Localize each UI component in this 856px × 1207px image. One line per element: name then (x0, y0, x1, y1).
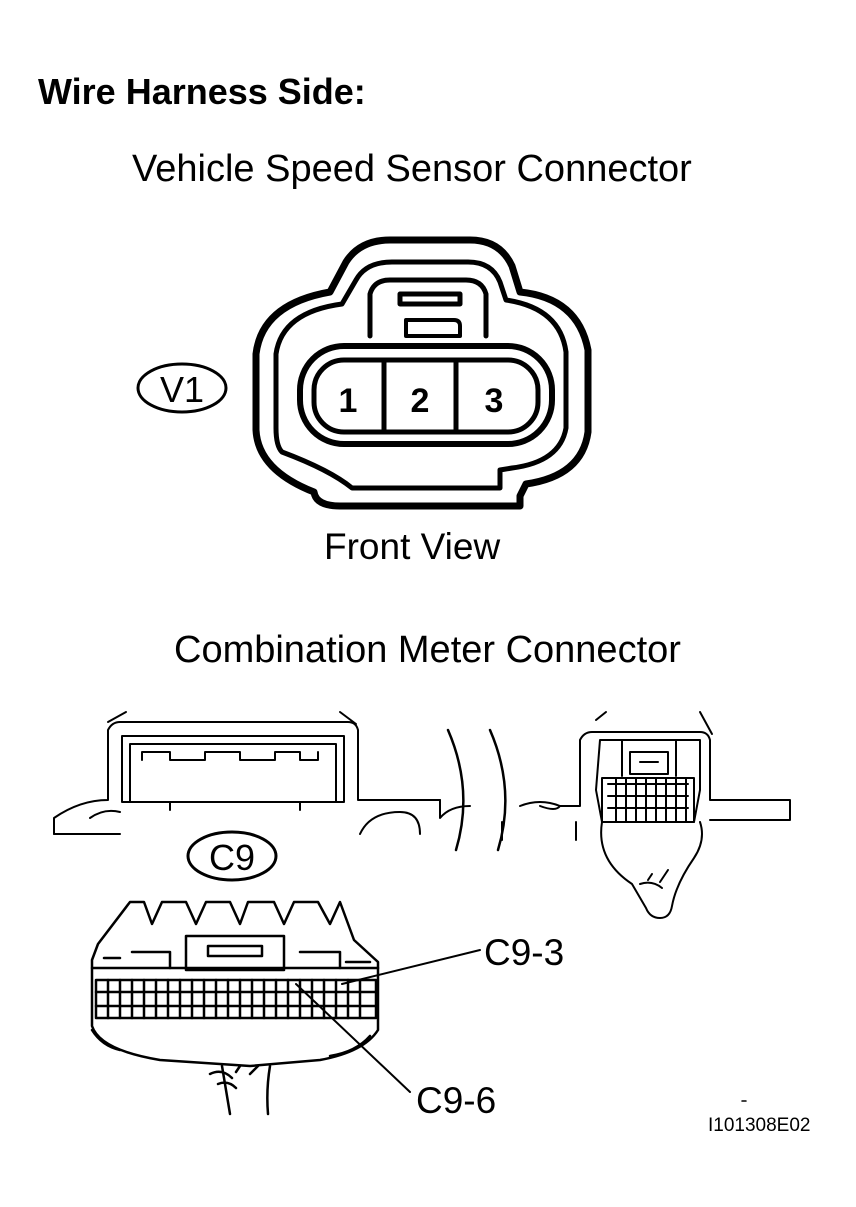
v1-pin-2: 2 (411, 382, 430, 420)
callout-c9-6-leader (295, 983, 411, 1093)
meter-housing (53, 711, 791, 852)
callout-c9-6: C9-6 (416, 1080, 497, 1121)
page-heading: Wire Harness Side: (38, 71, 366, 112)
c9-code-oval (186, 830, 278, 882)
meter-side-connector (595, 739, 703, 919)
v1-code: V1 (160, 369, 204, 410)
vss-connector-title: Vehicle Speed Sensor Connector (132, 148, 692, 190)
callout-c9-3-leader (341, 949, 481, 985)
v1-code-oval (136, 362, 228, 414)
v1-pin-1: 1 (339, 382, 358, 420)
v1-pin-3: 3 (485, 382, 504, 420)
v1-connector: 1 2 3 (252, 236, 592, 510)
figure-id: I101308E02 (708, 1115, 811, 1136)
callout-c9-3: C9-3 (484, 932, 565, 973)
front-view-label: Front View (324, 526, 501, 567)
c9-connector (90, 900, 380, 1116)
c9-code: C9 (209, 837, 255, 878)
combination-meter-title: Combination Meter Connector (174, 629, 681, 671)
